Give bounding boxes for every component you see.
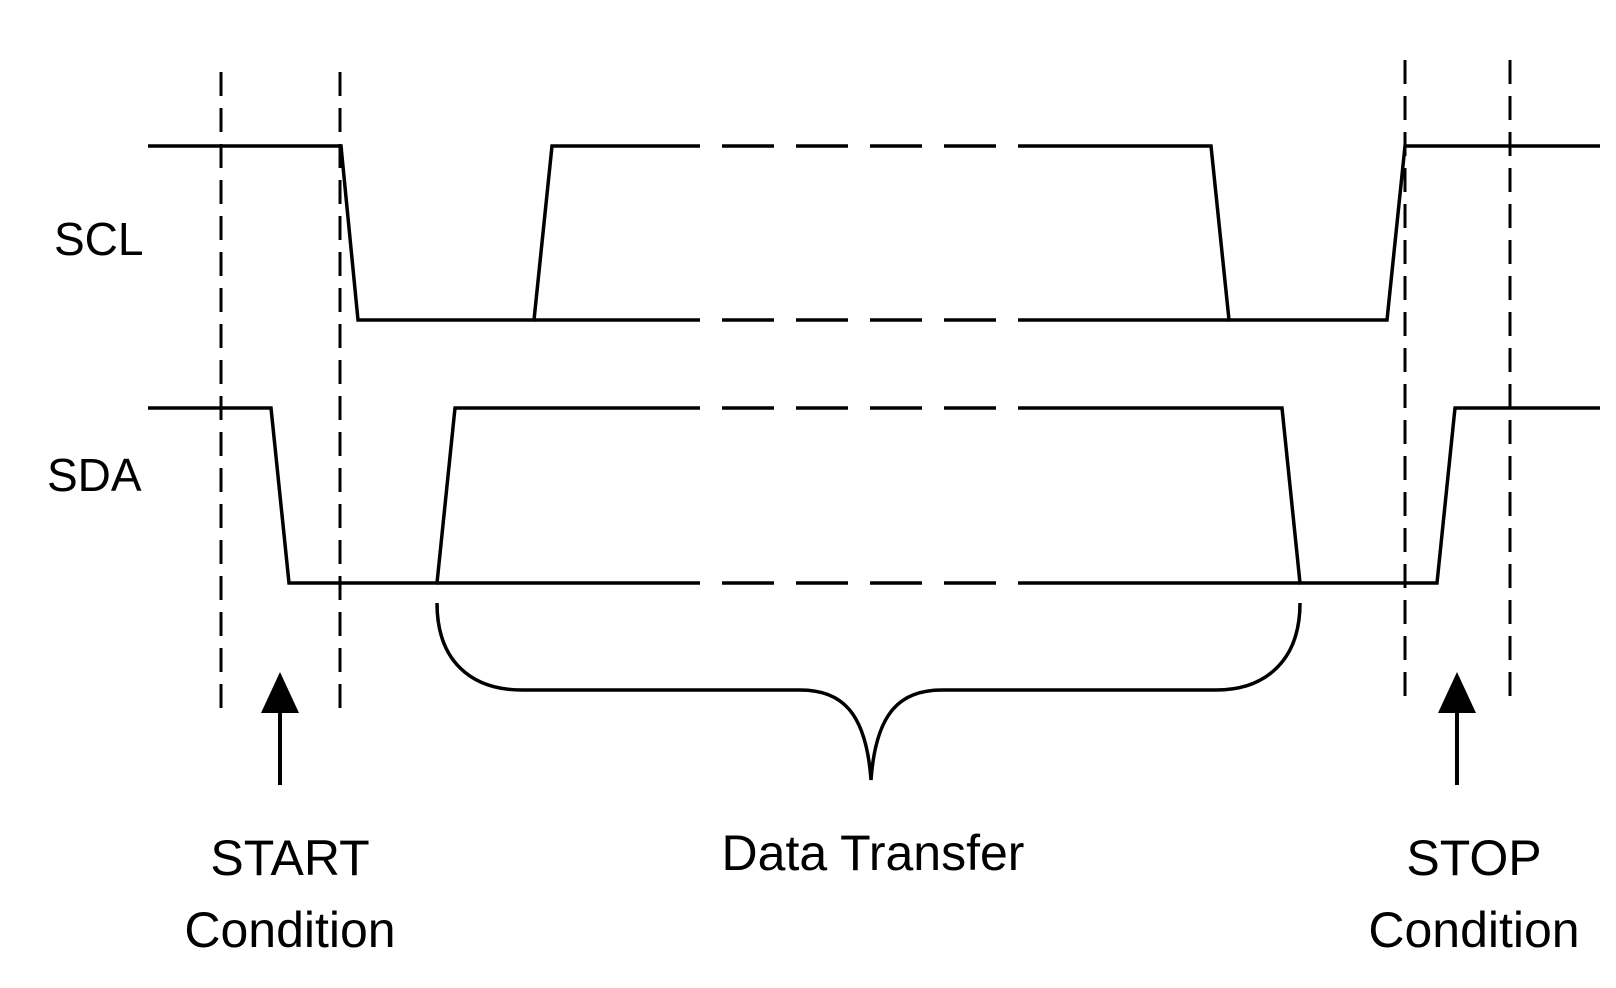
stop-label-line2: Condition	[1368, 902, 1579, 958]
scl-label: SCL	[54, 213, 143, 265]
start-label-line1: START	[210, 830, 369, 886]
data-transfer-label: Data Transfer	[722, 825, 1025, 881]
stop-arrow-head	[1438, 672, 1476, 713]
scl-waveform	[148, 144, 1600, 322]
sda-waveform	[148, 406, 1600, 585]
stop-label-line1: STOP	[1406, 830, 1541, 886]
start-arrow-head	[261, 672, 299, 713]
data-transfer-brace	[435, 602, 1302, 781]
sda-label: SDA	[47, 449, 142, 501]
start-label-line2: Condition	[184, 902, 395, 958]
